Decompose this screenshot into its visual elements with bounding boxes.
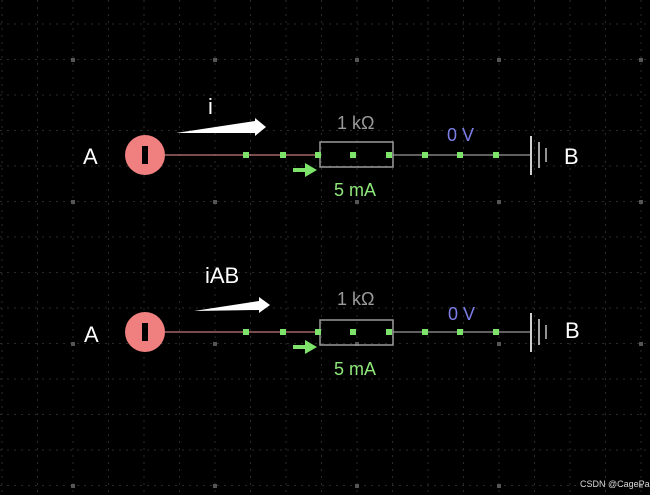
current-flow-dots xyxy=(243,329,499,335)
current-dot xyxy=(280,329,286,335)
circuit-2: A iAB 1 kΩ 0 V B 5 mA xyxy=(84,263,580,379)
current-arrow-label: i xyxy=(208,94,213,119)
watermark: CSDN @CagePan xyxy=(580,479,650,489)
voltage-label: 0 V xyxy=(447,125,474,145)
node-b-label: B xyxy=(565,318,580,343)
current-arrow-label: iAB xyxy=(205,263,239,288)
voltage-label: 0 V xyxy=(448,304,475,324)
current-dot xyxy=(350,329,356,335)
current-dot xyxy=(493,329,499,335)
ground-icon xyxy=(530,313,547,352)
current-flow-dots xyxy=(243,152,499,158)
current-label: 5 mA xyxy=(334,180,376,200)
current-dot xyxy=(350,152,356,158)
node-a-label: A xyxy=(84,322,99,347)
current-source-symbol xyxy=(142,323,148,341)
current-dot xyxy=(243,152,249,158)
current-dot xyxy=(243,329,249,335)
current-dot xyxy=(457,329,463,335)
current-dot xyxy=(280,152,286,158)
current-dot xyxy=(315,329,321,335)
current-label: 5 mA xyxy=(334,359,376,379)
current-direction-arrow-icon xyxy=(293,340,317,354)
node-b-label: B xyxy=(564,144,579,169)
current-dot xyxy=(422,329,428,335)
node-a-label: A xyxy=(83,144,98,169)
current-arrow-icon xyxy=(194,297,270,313)
current-dot xyxy=(315,152,321,158)
current-dot xyxy=(422,152,428,158)
resistor-label: 1 kΩ xyxy=(337,113,374,133)
current-dot xyxy=(457,152,463,158)
current-arrow-icon xyxy=(176,118,266,136)
current-dot xyxy=(386,152,392,158)
current-direction-arrow-icon xyxy=(293,163,317,177)
current-source-symbol xyxy=(142,146,148,164)
current-dot xyxy=(493,152,499,158)
current-dot xyxy=(386,329,392,335)
circuit-1: A i 1 kΩ 0 V B 5 mA xyxy=(83,94,579,200)
resistor-label: 1 kΩ xyxy=(337,289,374,309)
ground-icon xyxy=(530,136,547,175)
